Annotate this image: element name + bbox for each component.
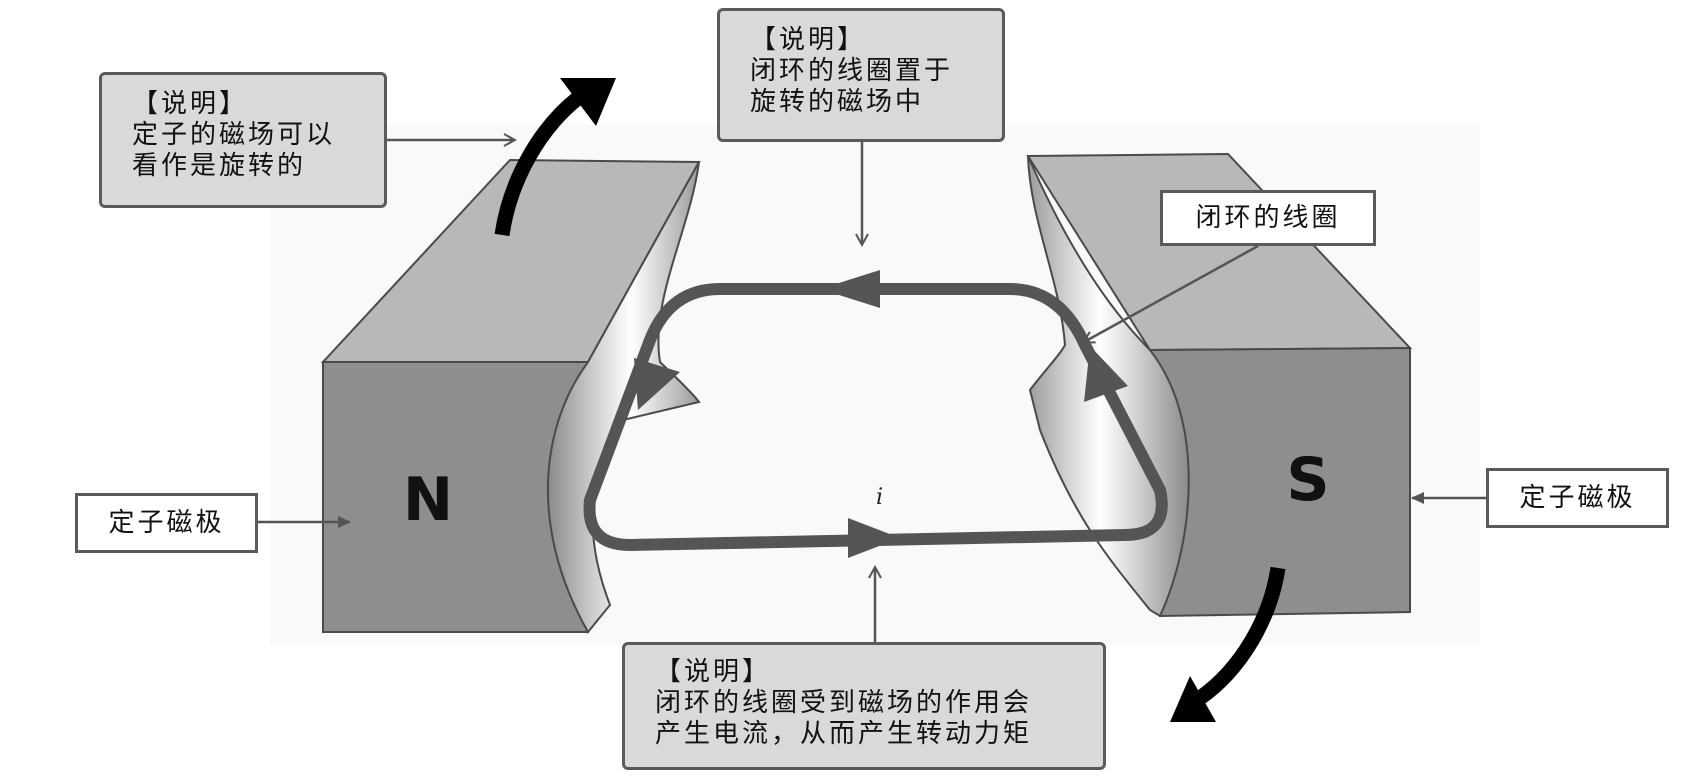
callout-loop-torque: 【说明】 闭环的线圈受到磁场的作用会 产生电流，从而产生转动力矩 [622,642,1106,770]
label-stator-pole-right-text: 定子磁极 [1519,482,1636,513]
label-stator-pole-left-text: 定子磁极 [108,507,225,538]
current-arrow-left [634,358,680,410]
callout-stator-rotating-line1: 定子的磁场可以 [132,120,336,150]
rotation-arrow-bottom [1170,566,1286,722]
north-pole-label: N [403,465,453,535]
callout-loop-torque-line2: 产生电流，从而产生转动力矩 [655,719,1033,749]
callout-stator-rotating-heading: 【说明】 [132,89,249,119]
callout-stator-rotating-line2: 看作是旋转的 [132,151,307,181]
current-arrow-bottom [848,518,900,558]
closed-loop: i [583,270,1168,558]
label-closed-loop: 闭环的线圈 [1160,190,1376,246]
south-pole-label: S [1286,445,1329,515]
callout-closed-loop-in-field: 【说明】 闭环的线圈置于 旋转的磁场中 [717,8,1005,142]
callout-loop-torque-line1: 闭环的线圈受到磁场的作用会 [655,688,1033,718]
label-stator-pole-right: 定子磁极 [1486,468,1669,528]
loop-wire [583,283,1168,551]
callout-closed-loop-in-field-line2: 旋转的磁场中 [750,87,925,117]
current-symbol: i [876,485,883,510]
current-arrow-right [1084,346,1128,402]
callout-closed-loop-in-field-heading: 【说明】 [750,25,867,55]
callout-closed-loop-in-field-line1: 闭环的线圈置于 [750,56,954,86]
rotation-arrow-top [494,78,616,237]
leader-closed-loop-label [1084,244,1259,342]
label-stator-pole-left: 定子磁极 [75,493,258,553]
current-arrow-top [820,270,880,308]
callout-stator-rotating: 【说明】 定子的磁场可以 看作是旋转的 [99,72,387,208]
callout-loop-torque-heading: 【说明】 [655,657,772,687]
label-closed-loop-text: 闭环的线圈 [1195,202,1341,233]
